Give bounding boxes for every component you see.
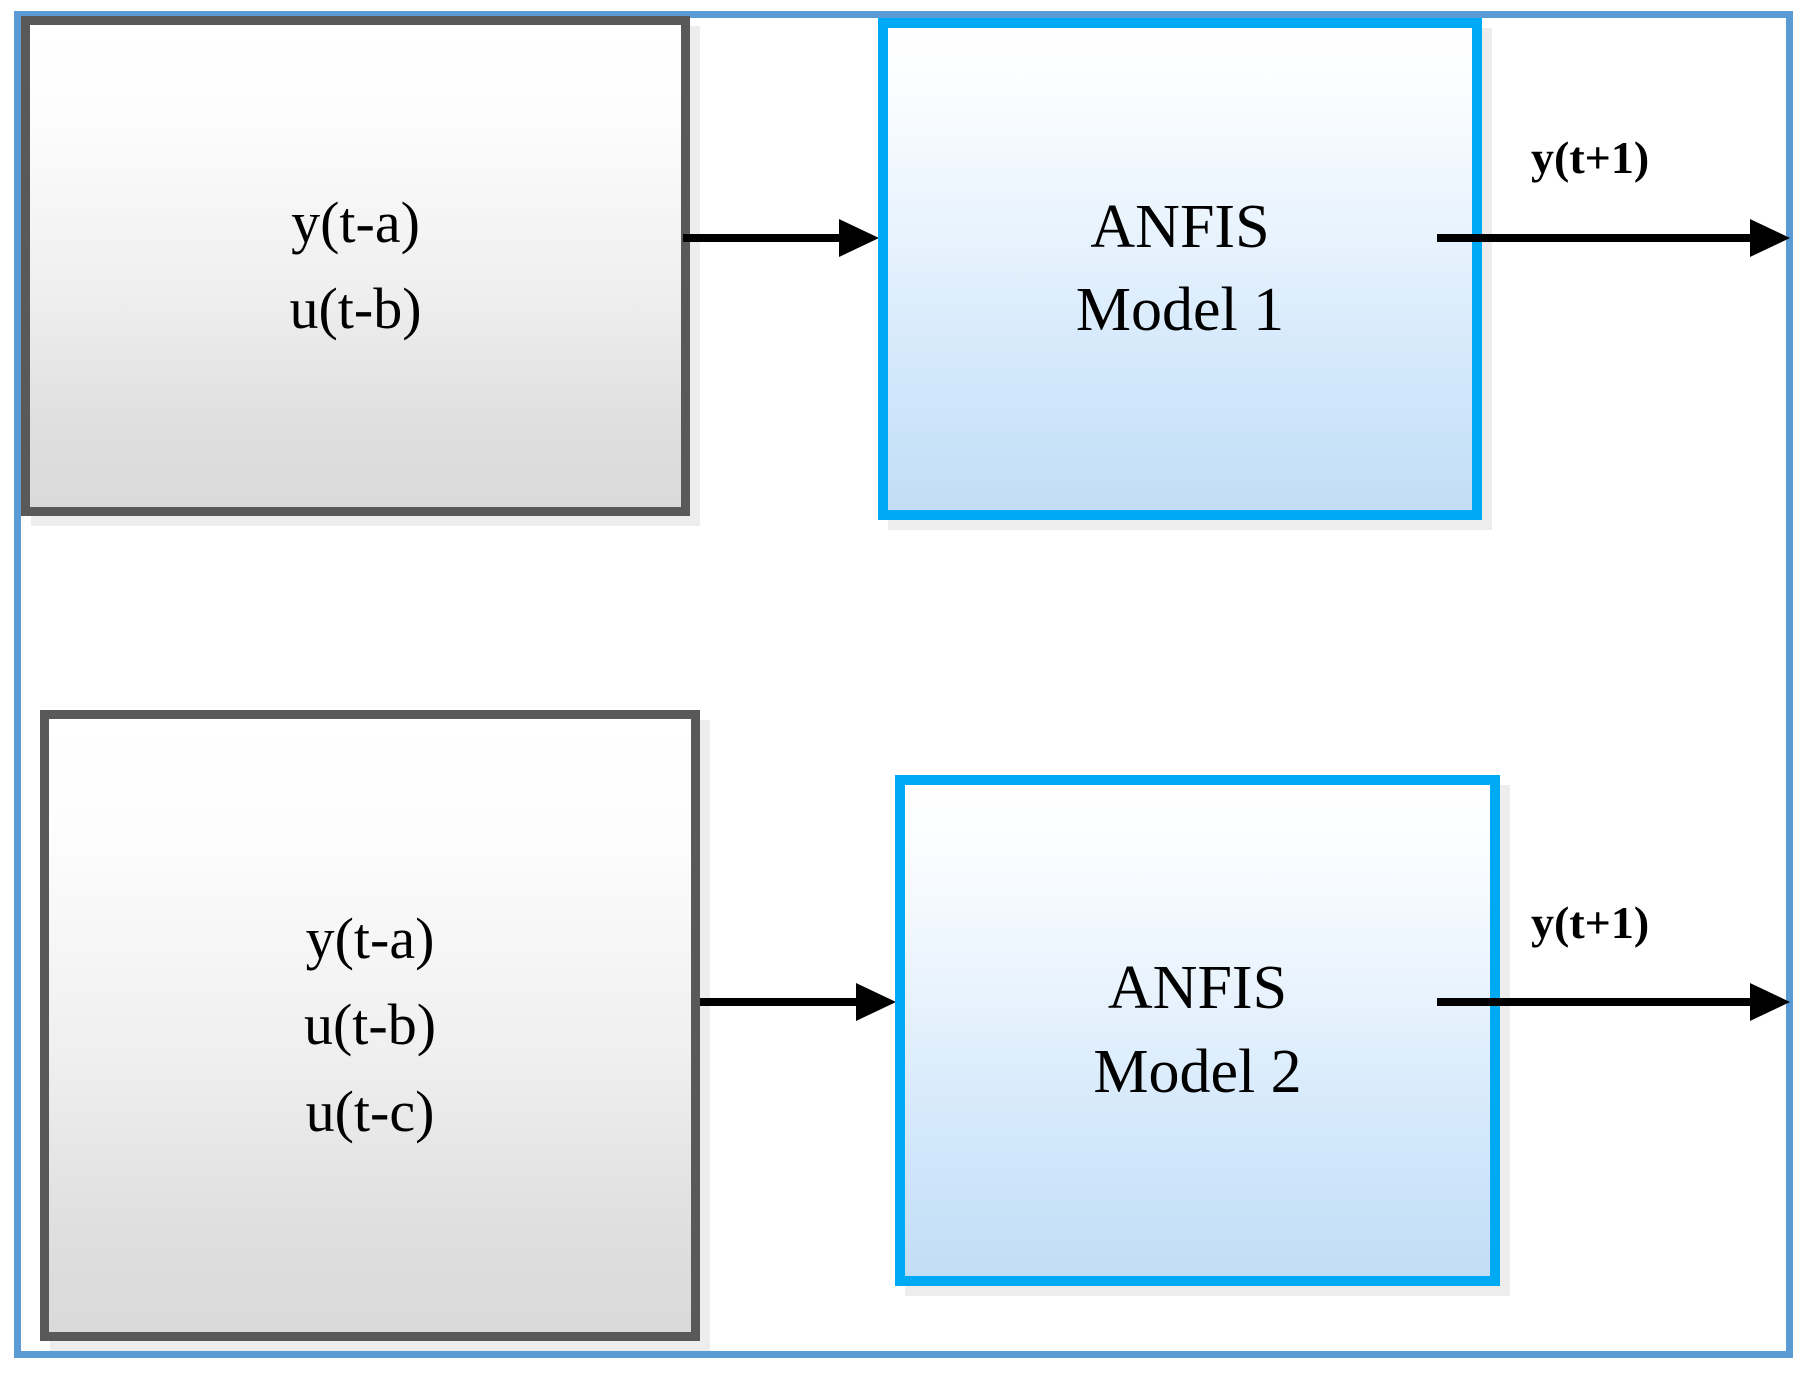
arrow-head-icon	[856, 983, 896, 1021]
model-box-2-line-2: Model 2	[1093, 1037, 1302, 1106]
diagram-outer-frame	[14, 11, 1793, 1358]
output-label-model-2: y(t+1)	[1531, 897, 1650, 948]
input-box-2-line-2: u(t-b)	[303, 992, 437, 1058]
input-box-model-1: y(t-a) u(t-b)	[21, 16, 690, 516]
arrow-head-icon	[839, 219, 879, 257]
input-box-2-line-1: y(t-a)	[305, 906, 435, 972]
model-box-1-line-2: Model 1	[1075, 276, 1285, 344]
model-box-2-line-1: ANFIS	[1107, 954, 1288, 1023]
arrow-head-icon	[1750, 983, 1790, 1021]
arrow-head-icon	[1750, 219, 1790, 257]
arrow-shaft	[1437, 998, 1752, 1006]
input-box-2-line-3: u(t-c)	[305, 1078, 435, 1144]
input-box-1-line-1: y(t-a)	[291, 189, 420, 255]
anfis-model-1-box: ANFIS Model 1	[878, 18, 1482, 520]
arrow-shaft	[700, 998, 856, 1006]
output-label-model-1: y(t+1)	[1531, 132, 1650, 183]
input-box-1-line-2: u(t-b)	[289, 276, 422, 341]
arrow-shaft	[1437, 234, 1752, 242]
input-box-model-2: y(t-a) u(t-b) u(t-c)	[40, 710, 700, 1341]
arrow-shaft	[683, 234, 839, 242]
anfis-model-2-box: ANFIS Model 2	[895, 775, 1500, 1286]
model-box-1-line-1: ANFIS	[1090, 192, 1270, 261]
